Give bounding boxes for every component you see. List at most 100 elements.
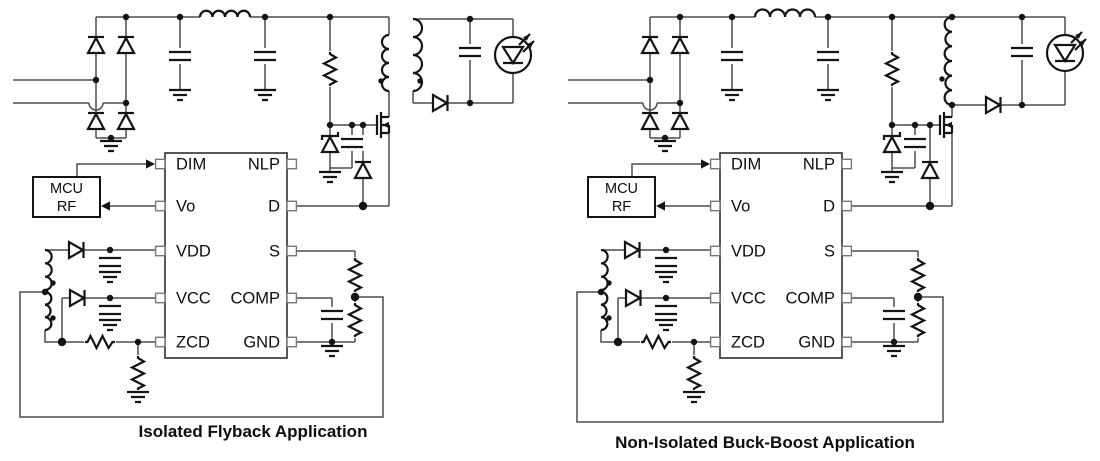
ground-icon	[879, 170, 905, 184]
gate-diode-icon	[920, 160, 940, 180]
pin-label-vcc: VCC	[731, 290, 766, 308]
pin-label-s: S	[824, 243, 835, 261]
vcc-diode-icon	[68, 288, 86, 308]
pin-label-vdd: VDD	[731, 243, 766, 261]
ground-icon	[97, 270, 123, 284]
pin-label-vo: Vo	[176, 198, 195, 216]
pin-label-d: D	[823, 198, 835, 216]
output-diode-icon	[431, 93, 449, 113]
filter-cap-icon	[166, 46, 194, 66]
dim-arrow-icon	[701, 159, 710, 169]
vo-arrow-icon	[101, 201, 110, 211]
pin-label-vo: Vo	[731, 198, 750, 216]
bridge-diode-icon	[86, 111, 106, 131]
vdd-cap-icon	[652, 252, 680, 272]
mosfet-icon	[375, 110, 391, 140]
zcd-resistor-icon	[82, 332, 118, 352]
bridge-diode-icon	[640, 35, 660, 55]
comp-cap-icon	[318, 305, 346, 325]
mcu-label: MCU	[605, 181, 638, 197]
pin-label-zcd: ZCD	[176, 334, 210, 352]
rf-label: RF	[612, 199, 631, 215]
pin-label-nlp: NLP	[248, 156, 280, 174]
bridge-diode-icon	[670, 35, 690, 55]
sense-resistor-icon	[345, 255, 365, 295]
bridge-diode-icon	[640, 111, 660, 131]
zcd-resistor-icon	[638, 332, 674, 352]
zener-diode-icon	[320, 130, 340, 154]
vcc-diode-icon	[624, 288, 642, 308]
pin-label-dim: DIM	[176, 156, 206, 174]
ground-icon	[681, 390, 707, 404]
buckboost-wires	[568, 16, 1066, 423]
gate-diode-icon	[353, 160, 373, 180]
buckboost-caption: Non-Isolated Buck-Boost Application	[615, 433, 915, 452]
pin-label-comp: COMP	[231, 290, 281, 308]
vcc-cap-icon	[96, 300, 124, 320]
pin-label-zcd: ZCD	[731, 334, 765, 352]
vo-arrow-icon	[656, 201, 665, 211]
ground-icon	[719, 88, 745, 102]
dim-arrow-icon	[146, 159, 155, 169]
vdd-cap-icon	[96, 252, 124, 272]
filter-cap-icon	[718, 46, 746, 66]
pin-label-gnd: GND	[798, 334, 835, 352]
flyback-wires	[13, 16, 514, 418]
vdd-diode-icon	[623, 240, 641, 260]
bridge-diode-icon	[670, 111, 690, 131]
mcu-rf-box	[32, 176, 101, 218]
controller-ic-body	[164, 152, 288, 359]
buckboost-circuit: MCU RF DIM Vo VDD VCC ZCD NLP D S COMP G…	[568, 8, 1088, 452]
ground-icon	[652, 139, 678, 153]
vcc-cap-icon	[652, 300, 680, 320]
buckboost-inductor-icon	[943, 15, 953, 107]
zcd-pulldown-resistor-icon	[128, 353, 148, 393]
filter-cap-icon	[251, 46, 279, 66]
startup-resistor-icon	[882, 49, 902, 89]
bridge-diode-icon	[116, 111, 136, 131]
gate-cap-icon	[901, 133, 929, 153]
ground-icon	[653, 318, 679, 332]
pin-label-vdd: VDD	[176, 243, 211, 261]
mcu-label: MCU	[50, 181, 83, 197]
output-cap-icon	[1008, 42, 1036, 62]
flyback-circuit: MCU RF DIM Vo VDD VCC ZCD NLP D S COMP G…	[13, 9, 536, 441]
pin-label-nlp: NLP	[803, 156, 835, 174]
zener-diode-icon	[882, 130, 902, 154]
mosfet-icon	[938, 110, 954, 140]
output-cap-icon	[456, 42, 484, 62]
bridge-diode-icon	[86, 35, 106, 55]
bridge-diode-icon	[116, 35, 136, 55]
comp-cap-icon	[880, 305, 908, 325]
pin-label-gnd: GND	[243, 334, 280, 352]
gate-cap-icon	[338, 133, 366, 153]
pin-label-vcc: VCC	[176, 290, 211, 308]
mcu-rf-box	[587, 176, 656, 218]
ground-icon	[97, 318, 123, 332]
ground-icon	[815, 88, 841, 102]
ground-icon	[319, 344, 345, 358]
filter-inductor-icon	[198, 9, 252, 18]
pin-label-s: S	[269, 243, 280, 261]
pin-label-dim: DIM	[731, 156, 761, 174]
zcd-pulldown-resistor-icon	[684, 353, 704, 393]
ground-icon	[98, 139, 124, 153]
vdd-diode-icon	[67, 240, 85, 260]
ground-icon	[252, 88, 278, 102]
filter-cap-icon	[814, 46, 842, 66]
sense-resistor-icon	[908, 300, 928, 340]
led-icon	[493, 32, 536, 75]
startup-resistor-icon	[320, 49, 340, 89]
output-diode-icon	[984, 95, 1002, 115]
pin-label-comp: COMP	[786, 290, 836, 308]
filter-inductor-icon	[753, 8, 817, 18]
led-icon	[1045, 30, 1088, 73]
ground-icon	[881, 344, 907, 358]
ground-icon	[653, 270, 679, 284]
flyback-caption: Isolated Flyback Application	[139, 422, 368, 441]
transformer-secondary-icon	[412, 17, 424, 93]
pin-label-d: D	[268, 198, 280, 216]
ground-icon	[167, 88, 193, 102]
rf-label: RF	[57, 199, 76, 215]
